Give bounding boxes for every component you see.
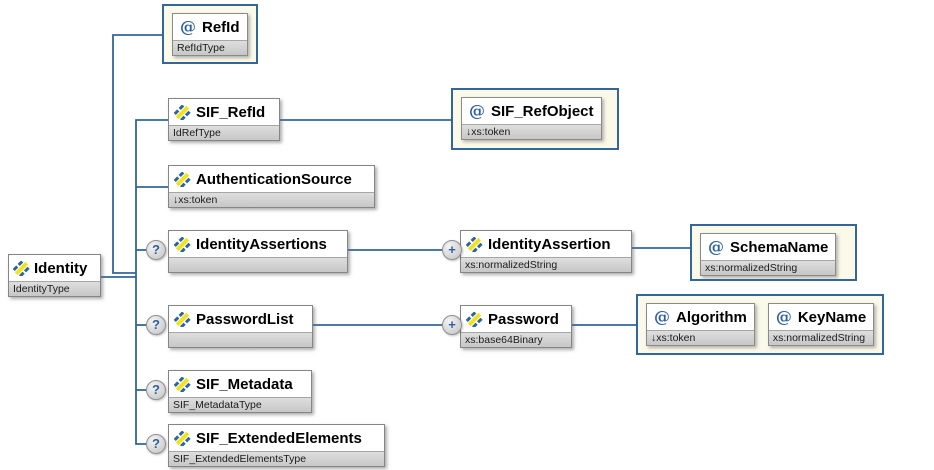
element-icon — [174, 430, 191, 446]
attribute-type: ↓xs:token — [462, 124, 601, 139]
attribute-type: RefIdType — [173, 40, 247, 55]
element-name: SIF_RefId — [196, 103, 266, 121]
element-sif-extendedelements[interactable]: SIF_ExtendedElements SIF_ExtendedElement… — [168, 424, 385, 467]
element-identityassertions[interactable]: IdentityAssertions — [168, 230, 348, 273]
element-type: xs:normalizedString — [461, 257, 631, 272]
element-type: SIF_ExtendedElementsType — [169, 451, 384, 466]
attribute-algorithm[interactable]: @ Algorithm ↓xs:token — [646, 303, 755, 346]
element-identityassertion-title: IdentityAssertion — [461, 231, 631, 257]
element-name: Identity — [34, 259, 88, 277]
element-name: SIF_Metadata — [196, 375, 293, 393]
element-icon — [174, 376, 191, 392]
attribute-group-refid: @ RefId RefIdType — [162, 4, 258, 64]
attribute-icon: @ — [654, 307, 670, 326]
optional-badge: ? — [146, 240, 166, 260]
repeating-badge: + — [442, 315, 462, 335]
attribute-icon: @ — [775, 307, 792, 326]
attribute-sif-refobject-title: @ SIF_RefObject — [462, 98, 601, 124]
element-passwordlist-title: PasswordList — [169, 306, 312, 332]
element-type — [169, 257, 347, 272]
element-name: AuthenticationSource — [196, 170, 352, 188]
attribute-icon: @ — [469, 101, 485, 120]
element-name: PasswordList — [196, 310, 294, 328]
element-name: SIF_ExtendedElements — [196, 429, 362, 447]
element-sif-metadata-title: SIF_Metadata — [169, 371, 311, 397]
element-sif-extendedelements-title: SIF_ExtendedElements — [169, 425, 384, 451]
element-sif-metadata[interactable]: SIF_Metadata SIF_MetadataType — [168, 370, 312, 413]
element-identityassertion[interactable]: IdentityAssertion xs:normalizedString — [460, 230, 632, 273]
attribute-schemaname[interactable]: @ SchemaName xs:normalizedString — [700, 233, 837, 276]
element-icon — [13, 260, 30, 276]
attribute-name: SchemaName — [730, 238, 829, 256]
attribute-icon: @ — [708, 237, 724, 256]
element-icon — [174, 171, 191, 187]
attribute-type: xs:normalizedString — [768, 330, 874, 345]
attribute-group-password-attrs: @ Algorithm ↓xs:token @ KeyName xs:norma… — [636, 294, 884, 355]
attribute-icon: @ — [180, 17, 196, 36]
attribute-type: xs:normalizedString — [701, 260, 836, 275]
element-icon — [174, 311, 191, 327]
attribute-name: KeyName — [797, 308, 867, 326]
element-sif-refid[interactable]: SIF_RefId IdRefType — [168, 98, 280, 141]
optional-badge: ? — [146, 434, 166, 454]
element-passwordlist[interactable]: PasswordList — [168, 305, 313, 348]
element-authenticationsource-title: AuthenticationSource — [169, 166, 374, 192]
repeating-badge: + — [442, 240, 462, 260]
element-type: IdRefType — [169, 125, 279, 140]
optional-badge: ? — [146, 315, 166, 335]
attribute-refid[interactable]: @ RefId RefIdType — [172, 13, 248, 56]
element-type — [169, 332, 312, 347]
element-type: xs:base64Binary — [461, 332, 571, 347]
attribute-sif-refobject[interactable]: @ SIF_RefObject ↓xs:token — [461, 97, 602, 140]
optional-badge: ? — [146, 380, 166, 400]
element-identityassertions-title: IdentityAssertions — [169, 231, 347, 257]
element-password[interactable]: Password xs:base64Binary — [460, 305, 572, 348]
element-type: IdentityType — [9, 281, 100, 296]
element-name: Password — [488, 310, 559, 328]
element-sif-refid-title: SIF_RefId — [169, 99, 279, 125]
element-type: SIF_MetadataType — [169, 397, 311, 412]
element-type: ↓xs:token — [169, 192, 374, 207]
attribute-type: ↓xs:token — [647, 330, 754, 345]
attribute-name: RefId — [202, 18, 240, 36]
attribute-keyname-title: @ KeyName — [769, 304, 873, 330]
attribute-refid-title: @ RefId — [173, 14, 247, 40]
element-authenticationsource[interactable]: AuthenticationSource ↓xs:token — [168, 165, 375, 208]
attribute-keyname[interactable]: @ KeyName xs:normalizedString — [767, 303, 875, 346]
element-icon — [174, 104, 191, 120]
attribute-name: SIF_RefObject — [491, 102, 594, 120]
attribute-group-sif-refobject: @ SIF_RefObject ↓xs:token — [451, 88, 619, 150]
element-name: IdentityAssertion — [488, 235, 611, 253]
element-icon — [466, 236, 483, 252]
element-identity-title: Identity — [9, 255, 100, 281]
attribute-name: Algorithm — [676, 308, 747, 326]
element-name: IdentityAssertions — [196, 235, 327, 253]
element-icon — [174, 236, 191, 252]
attribute-schemaname-title: @ SchemaName — [701, 234, 835, 260]
attribute-group-schemaname: @ SchemaName xs:normalizedString — [690, 224, 857, 281]
element-identity[interactable]: Identity IdentityType — [8, 254, 101, 297]
attribute-algorithm-title: @ Algorithm — [647, 304, 754, 330]
element-password-title: Password — [461, 306, 571, 332]
element-icon — [466, 311, 483, 327]
